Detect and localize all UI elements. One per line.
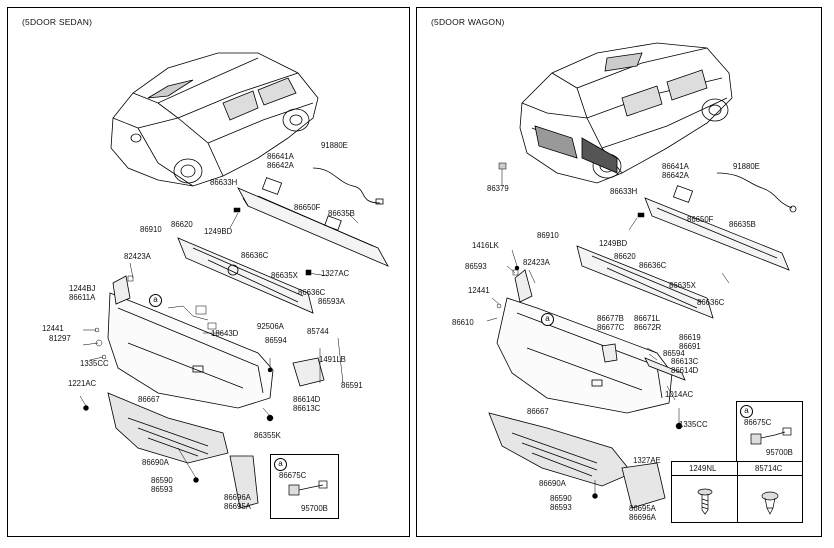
rear-bumper-cover-86610	[496, 297, 673, 414]
part-label: 86636C	[697, 298, 725, 307]
part-label: 86635B	[328, 209, 355, 218]
part-label: 86910	[140, 225, 162, 234]
harness-91880E	[312, 167, 381, 204]
wagon-inset-a: a 86675C 95700B	[736, 401, 803, 463]
sedan-panel-title: (5DOOR SEDAN)	[22, 17, 93, 27]
part-label: 1416LK	[472, 241, 499, 250]
inset-a-marker: a	[274, 458, 287, 471]
part-label: 86635B	[729, 220, 756, 229]
part-label: 86379	[487, 184, 509, 193]
part-label: 86594	[265, 336, 287, 345]
part-label: 86620	[614, 252, 636, 261]
part-label: 1491LB	[319, 355, 346, 364]
part-label: 86635X	[669, 281, 696, 290]
part-label: 18643D	[211, 329, 239, 338]
part-label: 86910	[537, 231, 559, 240]
part-label: 86636C	[639, 261, 667, 270]
part-label: 86690A	[539, 479, 566, 488]
part-label: 1221AC	[68, 379, 97, 388]
part-label: 91880E	[321, 141, 348, 150]
part-label: 1014AC	[665, 390, 694, 399]
undercover-86690A	[107, 392, 229, 464]
sedan-inset-a: a 86675C 95700B	[270, 454, 339, 519]
part-label: 86635X	[271, 271, 298, 280]
part-label: 86636C	[298, 288, 326, 297]
wagon-car-illustration	[519, 42, 733, 184]
wagon-fastener-table: 1249NL 85714C	[671, 461, 803, 523]
part-label: 82423A	[523, 258, 550, 267]
side-bracket-86611A	[112, 275, 131, 305]
part-label: 86593	[465, 262, 487, 271]
part-label: 1249BD	[204, 227, 233, 236]
table-header: 1249NL	[689, 464, 717, 473]
part-label: 92506A	[257, 322, 284, 331]
sedan-panel: (5DOOR SEDAN)	[7, 7, 410, 537]
bracket-86695A	[621, 462, 666, 509]
energy-absorber-86620	[177, 237, 314, 314]
part-label: 91880E	[733, 162, 760, 171]
sensor-connector-illustration	[750, 427, 792, 445]
part-label: 86610	[452, 318, 474, 327]
callout-a-marker: a	[149, 294, 162, 307]
part-label: 1335CC	[679, 420, 708, 429]
side-bracket-86614D	[292, 357, 325, 387]
part-label: 86620	[171, 220, 193, 229]
callout-a-marker: a	[541, 313, 554, 326]
sensor-connector-illustration	[288, 480, 328, 496]
part-label: 86633H	[210, 178, 238, 187]
wagon-panel: (5DOOR WAGON)	[416, 7, 822, 537]
part-label: 82423A	[124, 252, 151, 261]
part-label: 86591	[341, 381, 363, 390]
part-label: 86355K	[254, 431, 281, 440]
harness-91880E	[716, 172, 793, 209]
part-label: 86593A	[318, 297, 345, 306]
sedan-exploded-diagram	[79, 52, 389, 509]
impact-beam-86650F	[644, 185, 790, 271]
part-label: 12441	[468, 286, 490, 295]
inset-a-marker: a	[740, 405, 753, 418]
part-label: 86667	[138, 395, 160, 404]
side-bracket	[514, 269, 533, 303]
energy-absorber-86620	[576, 245, 714, 319]
part-label: 1327AE	[633, 456, 661, 465]
part-label: 81297	[49, 334, 71, 343]
wagon-panel-title: (5DOOR WAGON)	[431, 17, 505, 27]
part-label: 86636C	[241, 251, 269, 260]
table-header: 85714C	[755, 464, 783, 473]
part-label: 95700B	[301, 504, 328, 513]
rear-bumper-cover-86610	[107, 292, 274, 409]
part-label: 1335CC	[80, 359, 109, 368]
part-label: 86690A	[142, 458, 169, 467]
part-label: 86675C	[279, 471, 307, 480]
part-label: 12441	[42, 324, 64, 333]
undercover-86690A	[488, 412, 633, 487]
part-label: 86633H	[610, 187, 638, 196]
wagon-exploded-diagram	[486, 42, 797, 509]
part-label: 95700B	[766, 448, 793, 457]
impact-beam-86650F	[237, 177, 389, 267]
fastener-illustrations	[697, 488, 779, 515]
part-label: 86650F	[294, 203, 321, 212]
sedan-car-illustration	[110, 52, 319, 187]
part-label: 85744	[307, 327, 329, 336]
part-label: 86594	[663, 349, 685, 358]
part-label: 86675C	[744, 418, 772, 427]
part-label: 1249BD	[599, 239, 628, 248]
bracket-86695A	[229, 455, 259, 509]
part-label: 86667	[527, 407, 549, 416]
part-label: 1327AC	[321, 269, 350, 278]
part-label: 86650F	[687, 215, 714, 224]
